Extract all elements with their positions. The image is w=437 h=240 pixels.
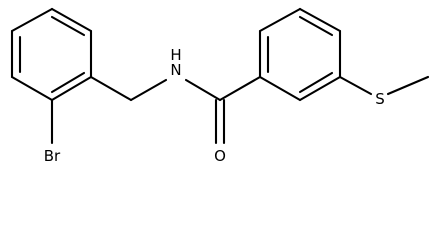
bond — [184, 78, 222, 102]
inner-bond — [298, 15, 334, 37]
structure-canvas: N H O S Br — [10, 7, 430, 165]
benzoyl-ring — [258, 7, 342, 102]
bond — [50, 75, 93, 102]
bond — [89, 75, 133, 102]
bond — [298, 7, 342, 33]
inner-bond — [50, 15, 86, 37]
bond — [10, 7, 54, 33]
hydrogen-label: H — [170, 46, 181, 64]
bond — [218, 75, 262, 102]
bond — [258, 7, 302, 33]
nitrogen-label: N — [170, 61, 181, 79]
bond — [10, 75, 54, 102]
inner-bond — [50, 71, 86, 94]
bond — [50, 7, 93, 33]
structure-drawing: N H O S Br — [10, 7, 430, 165]
sulfur-label: S — [375, 90, 385, 108]
bond — [258, 75, 302, 102]
bond — [129, 78, 168, 102]
thioether-bond — [338, 75, 373, 96]
oxygen-label: O — [214, 147, 226, 165]
bromine-label: Br — [44, 147, 61, 165]
bromophenyl-ring — [10, 7, 93, 102]
methyl-bond — [386, 75, 430, 96]
inner-bond — [298, 71, 334, 94]
bond — [298, 75, 342, 102]
